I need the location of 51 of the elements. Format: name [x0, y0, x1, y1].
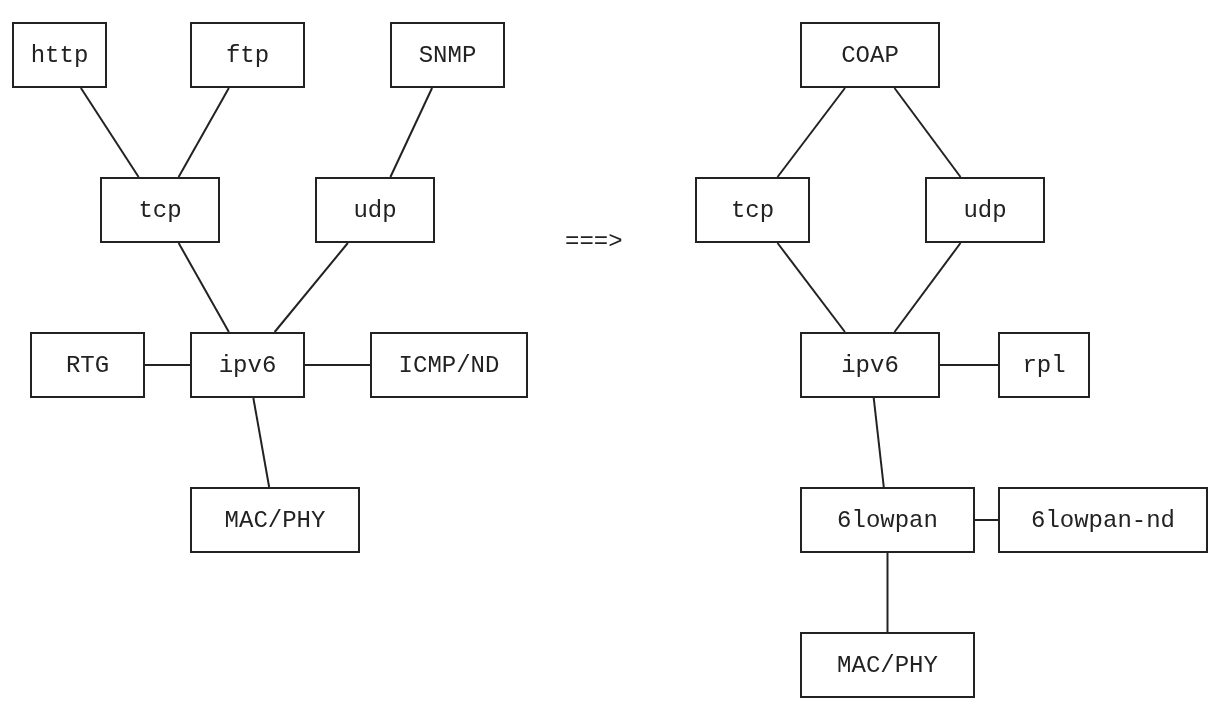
protocol-box [190, 487, 360, 553]
protocol-box [390, 22, 505, 88]
protocol-name: tcp [730, 196, 775, 224]
connector-line [893, 87, 962, 178]
protocol-box [100, 177, 220, 243]
connector-line [776, 87, 846, 178]
connector-line [252, 397, 271, 488]
protocol-name: udp [963, 196, 1007, 224]
protocol-name: ipv6 [841, 351, 899, 379]
connector-line [144, 364, 191, 366]
connector-line [776, 242, 846, 333]
protocol-box [925, 177, 1045, 243]
connector-line [389, 87, 434, 178]
protocol-box [695, 177, 810, 243]
connector-line [79, 87, 140, 178]
connector-line [939, 364, 999, 366]
connector-line [177, 87, 230, 178]
connector-line [872, 397, 885, 488]
protocol-name: http [30, 41, 89, 69]
protocol-box [998, 332, 1090, 398]
transition-arrow-text: ===> [565, 228, 623, 255]
connector-line [177, 242, 230, 333]
protocol-box [998, 487, 1208, 553]
connector-line [304, 364, 371, 366]
protocol-name: ICMP/ND [398, 351, 500, 379]
protocol-name: COAP [841, 41, 899, 69]
protocol-box [315, 177, 435, 243]
protocol-name: SNMP [418, 41, 477, 69]
protocol-box [800, 632, 975, 698]
protocol-name: udp [353, 196, 397, 224]
protocol-name: 6lowpan-nd [1031, 506, 1175, 534]
connector-line [273, 242, 349, 333]
protocol-box [12, 22, 107, 88]
protocol-box [800, 22, 940, 88]
protocol-box [370, 332, 528, 398]
protocol-box [190, 332, 305, 398]
protocol-box [190, 22, 305, 88]
connector-line [886, 552, 889, 633]
connector-line [893, 242, 962, 333]
protocol-box [800, 332, 940, 398]
protocol-name: ipv6 [218, 351, 277, 379]
protocol-name: rpl [1022, 351, 1066, 379]
protocol-box [800, 487, 975, 553]
protocol-name: tcp [138, 196, 182, 224]
protocol-name: MAC/PHY [224, 506, 326, 534]
protocol-name: 6lowpan [837, 506, 938, 534]
protocol-name: RTG [65, 351, 110, 379]
protocol-box [30, 332, 145, 398]
protocol-name: MAC/PHY [837, 651, 938, 679]
protocol-name: ftp [225, 41, 270, 69]
connector-line [974, 519, 999, 521]
